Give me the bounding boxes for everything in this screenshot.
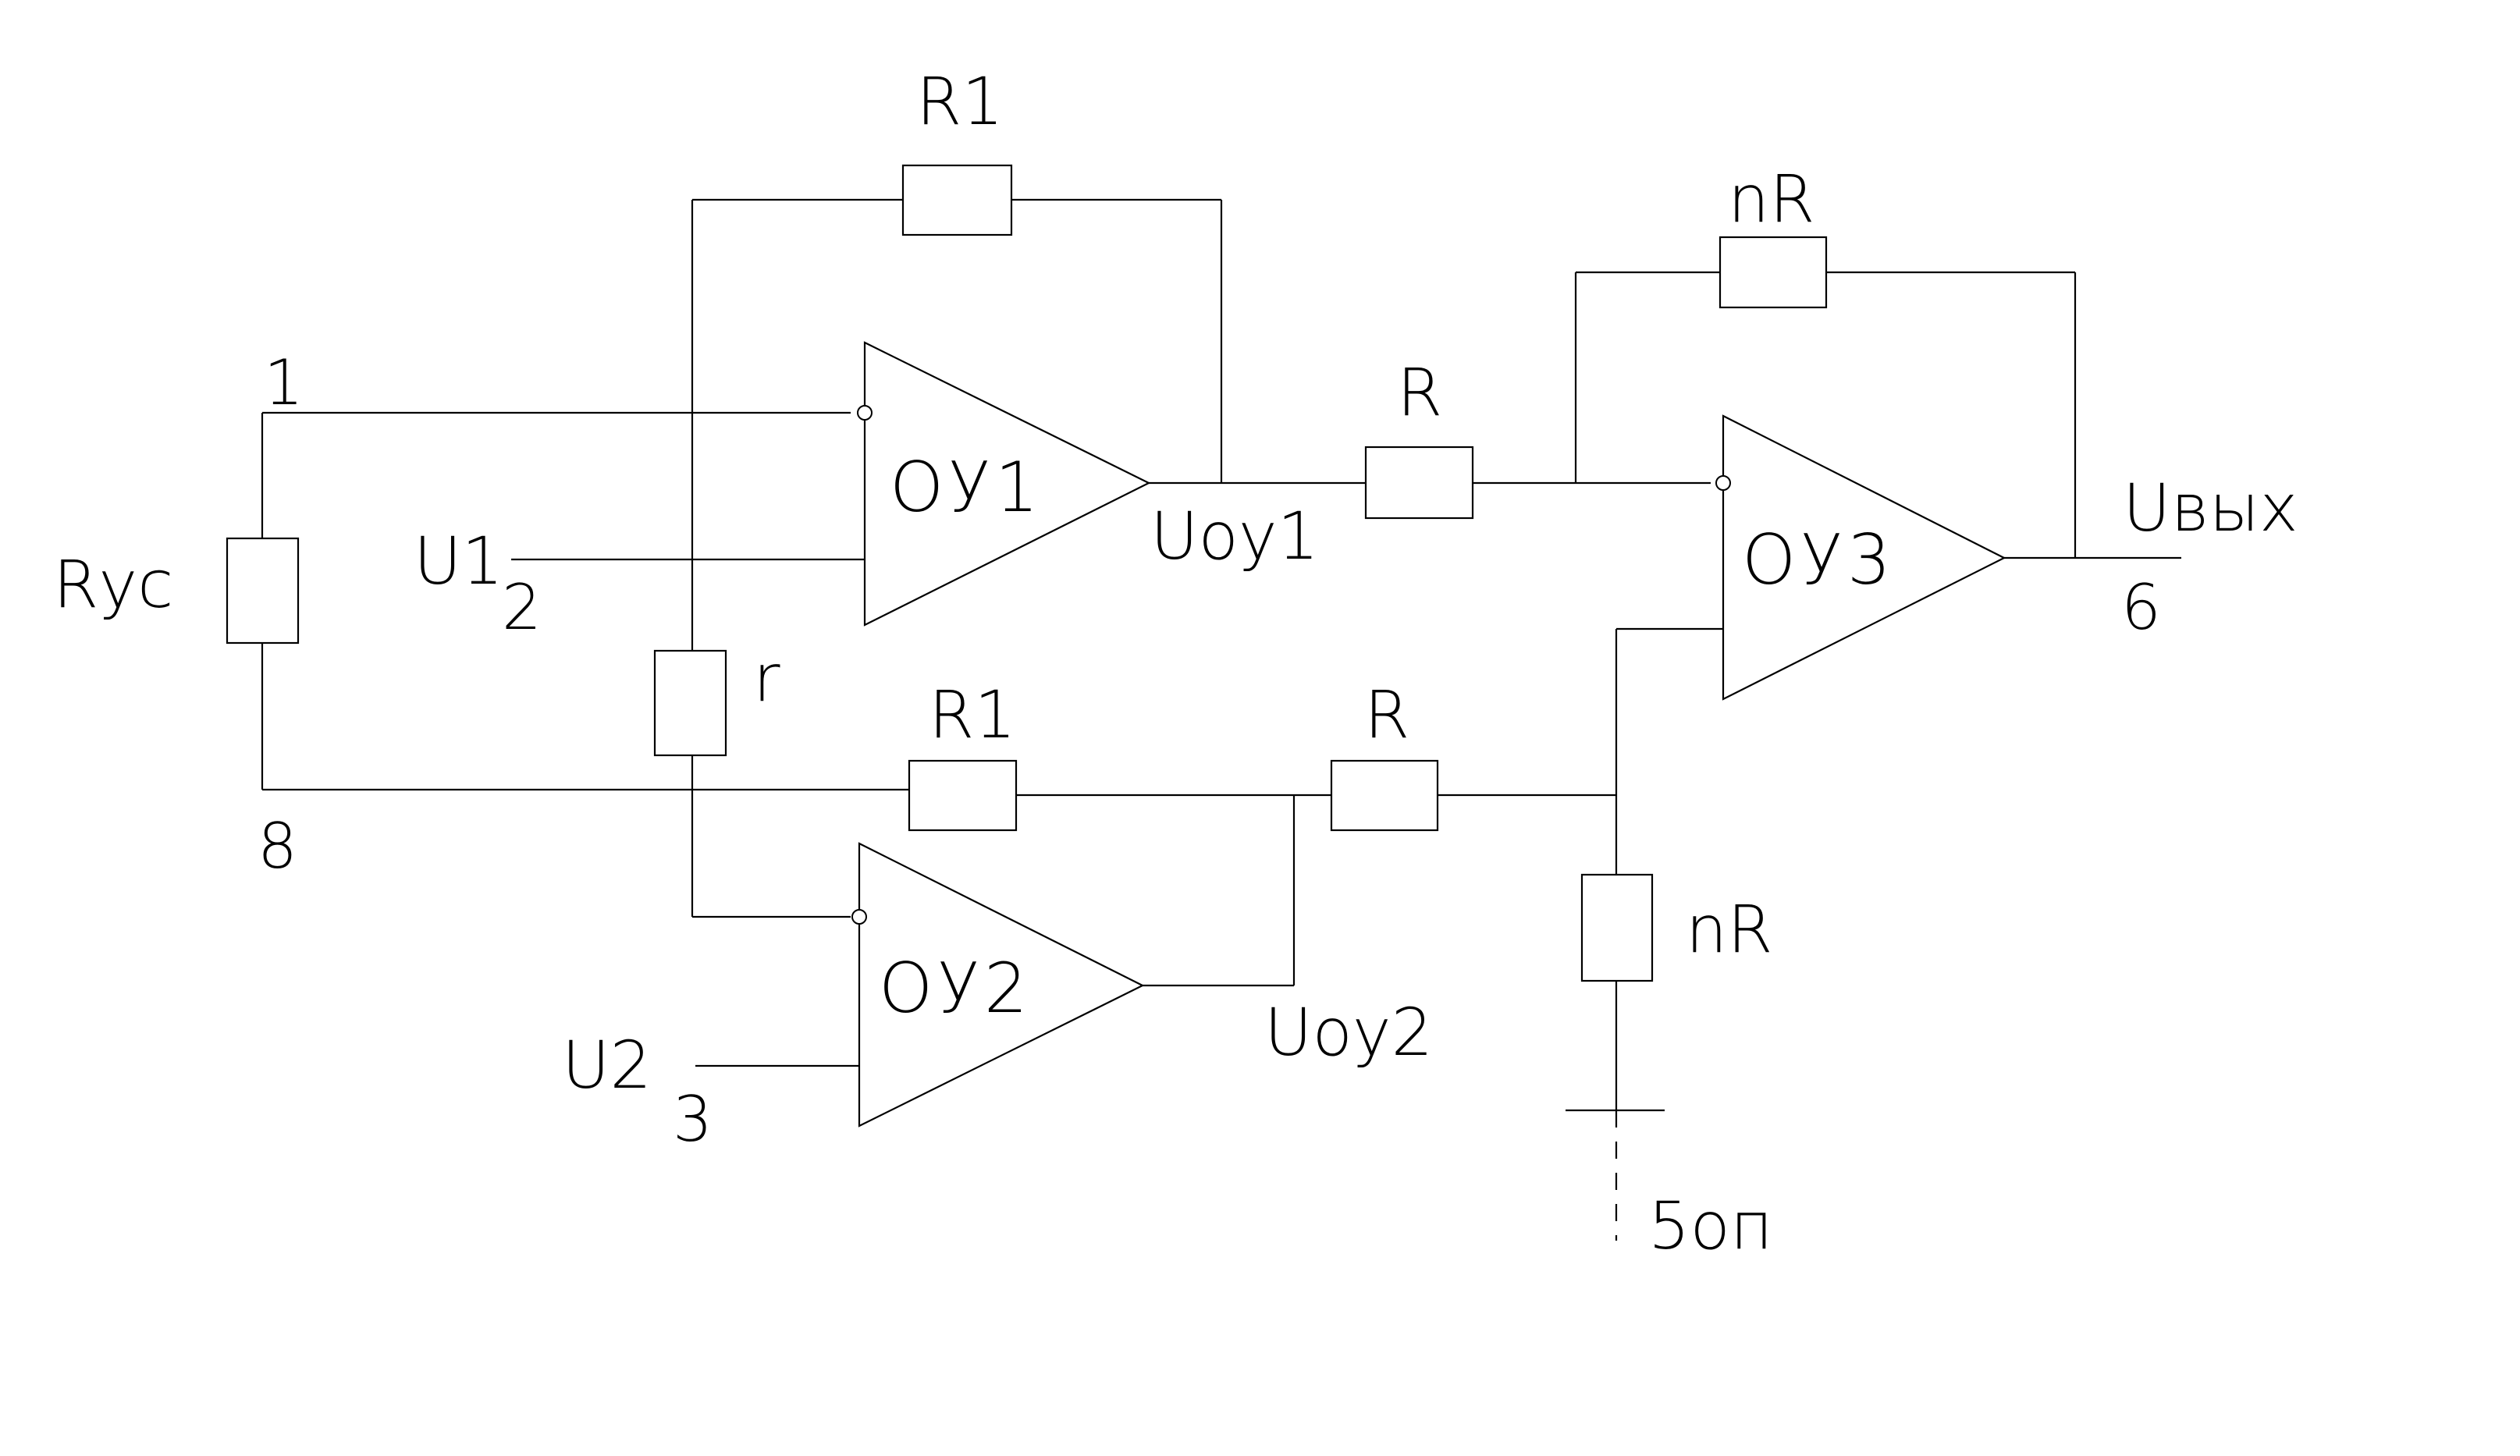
label-uout: Uвых: [2123, 470, 2298, 546]
resistor-r-bottom: [1330, 759, 1439, 832]
label-pin8: 8: [258, 810, 297, 882]
label-oa1: ОУ1: [890, 447, 1043, 527]
labels: R1 R1 R R nR nR r Rус ОУ1 ОУ2 ОУ3 U1 U2 …: [53, 63, 2298, 1264]
resistor-r-top: [1364, 446, 1474, 520]
oa1-inverting-dot: [857, 405, 873, 421]
oa2-inverting-dot: [851, 909, 867, 925]
resistor-nr-top: [1719, 236, 1828, 309]
op-amps: [851, 341, 2006, 1128]
label-rus: Rус: [53, 546, 173, 623]
label-ref: 5оп: [1648, 1188, 1773, 1264]
resistor-r1-top: [901, 164, 1013, 236]
label-u2: U2: [562, 1027, 652, 1103]
label-uoa1: Uоу1: [1150, 498, 1319, 574]
label-pin1: 1: [264, 346, 304, 419]
label-uoa2: Uоу2: [1264, 994, 1433, 1071]
label-r1-top: R1: [916, 63, 1004, 140]
wires: [261, 198, 2181, 1241]
label-r-bottom: R: [1364, 677, 1409, 753]
label-pin2: 2: [502, 571, 542, 644]
label-nr-top: nR: [1728, 161, 1815, 237]
resistor-r1-bottom: [908, 759, 1018, 832]
label-oa2: ОУ2: [879, 948, 1033, 1028]
oa3-inverting-dot: [1715, 475, 1731, 491]
label-pin6: 6: [2121, 571, 2161, 644]
resistor-rus: [226, 537, 300, 645]
label-oa3: ОУ3: [1742, 520, 1896, 600]
op-amp-1: [863, 341, 1151, 627]
resistor-r-gain: [653, 649, 727, 757]
op-amp-2: [858, 842, 1145, 1128]
label-r-gain: r: [753, 640, 780, 716]
label-pin3: 3: [673, 1083, 713, 1156]
resistor-nr-bottom: [1580, 873, 1654, 982]
label-r1-bottom: R1: [929, 677, 1016, 753]
resistors: [226, 164, 1828, 982]
label-nr-bottom: nR: [1686, 891, 1773, 968]
label-r-top: R: [1397, 354, 1442, 431]
label-u1: U1: [414, 523, 503, 599]
op-amp-3: [1722, 414, 2006, 701]
